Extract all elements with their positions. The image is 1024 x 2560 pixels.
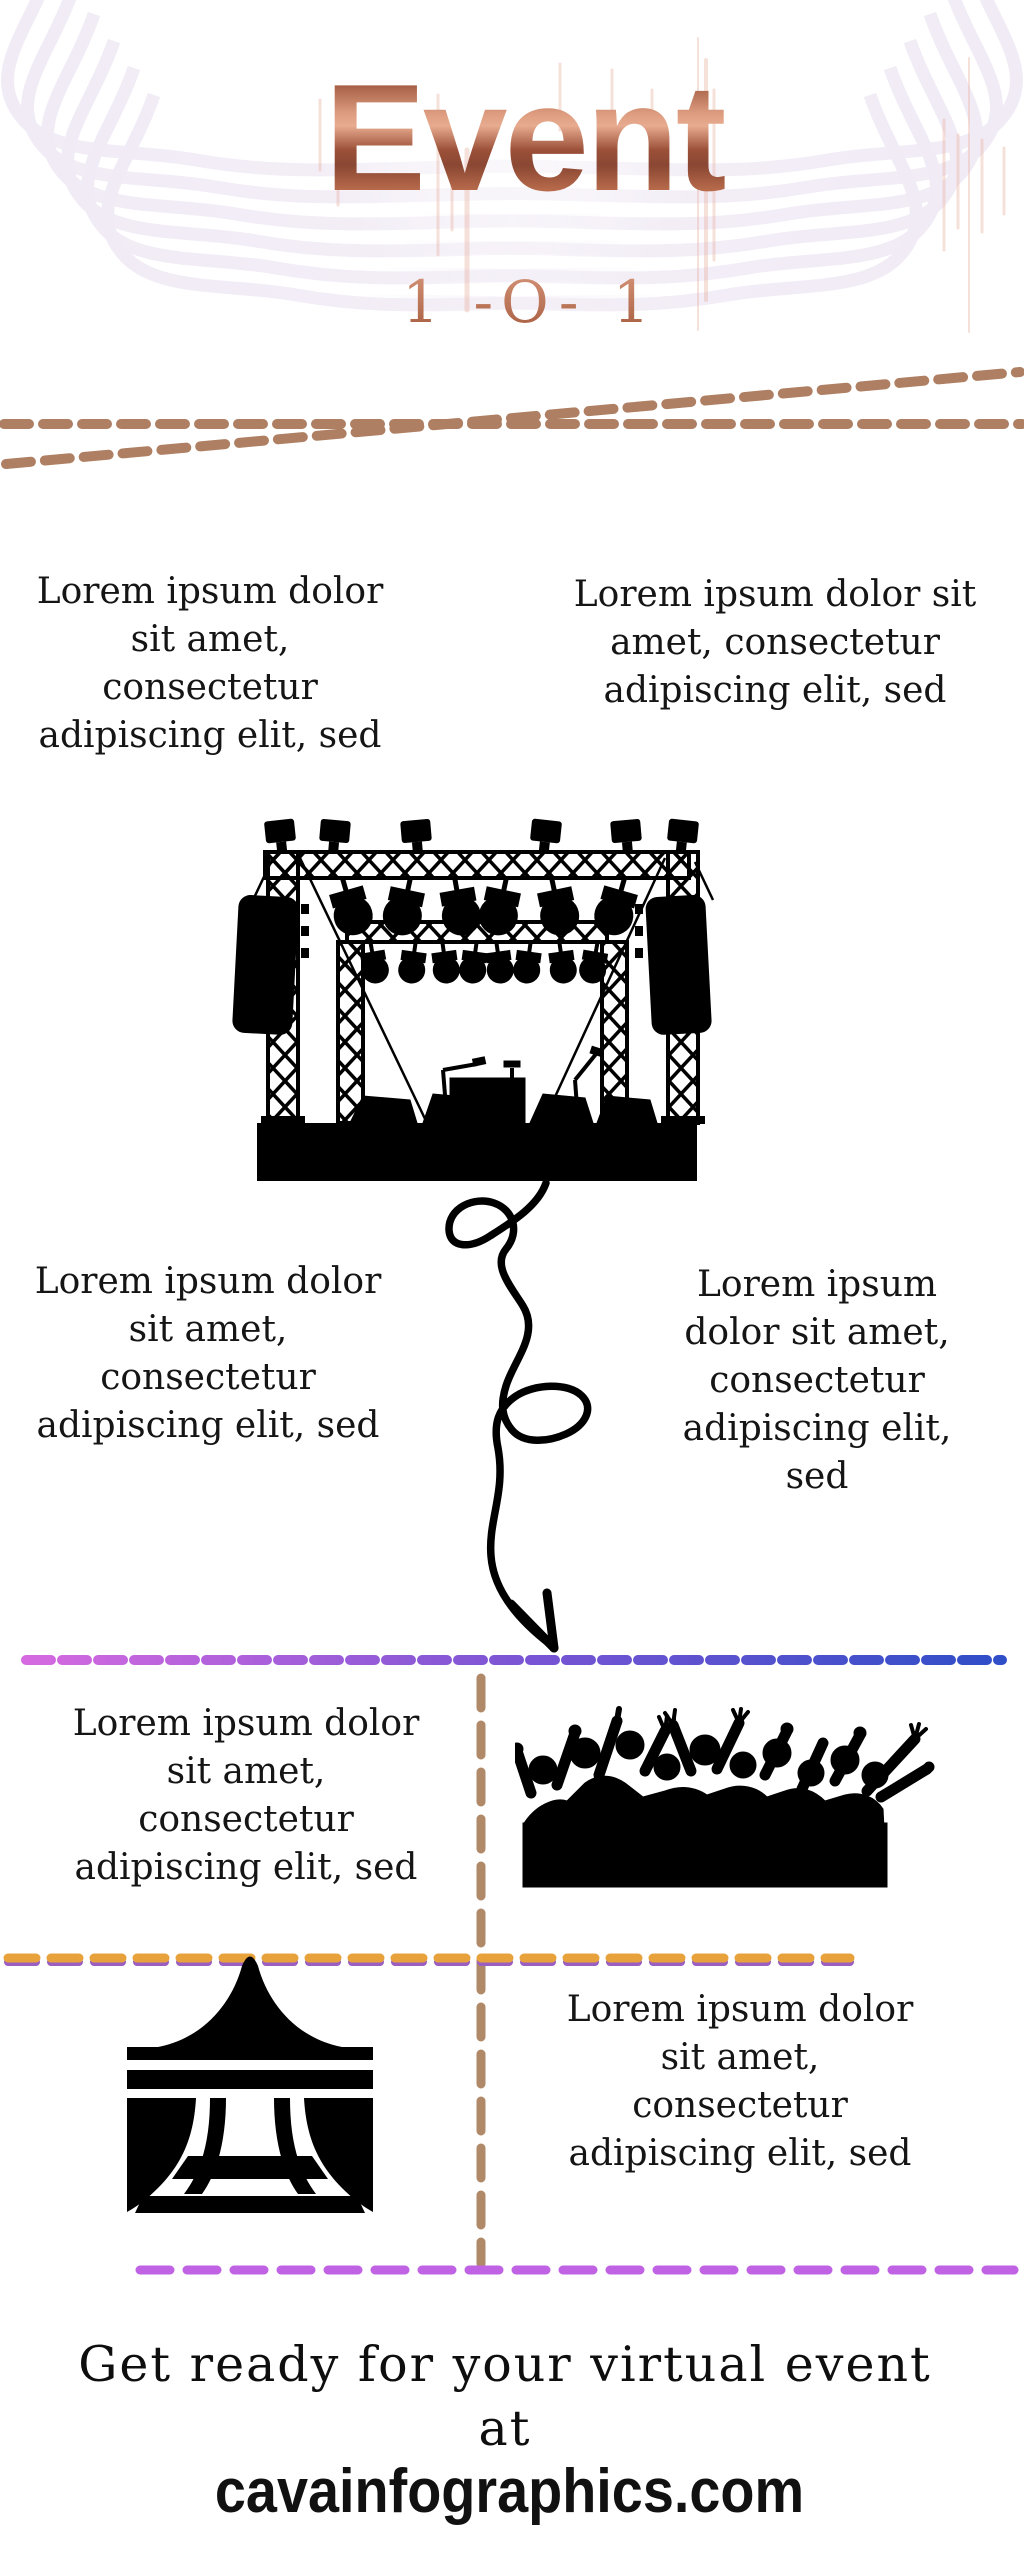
- section-divider-lines: [3, 1655, 1019, 2275]
- event-tent-icon: [127, 1956, 373, 2213]
- text-block-mid-left: Lorem ipsum dolor sit amet, consectetur …: [34, 1261, 382, 1446]
- cheering-crowd-icon: [515, 1706, 935, 1888]
- page-subtitle: 1 -O- 1: [0, 268, 1024, 336]
- text-block-top-right: Lorem ipsum dolor sit amet, consectetur …: [573, 574, 977, 711]
- concert-stage-icon: [232, 818, 715, 1181]
- footer-tagline-line1: Get ready for your virtual event: [78, 2336, 932, 2393]
- page-title: Event: [0, 62, 1024, 214]
- text-block-bottom-left: Lorem ipsum dolor sit amet, consectetur …: [72, 1703, 420, 1888]
- footer-site-name: cavainfographics.com: [214, 2457, 805, 2526]
- faint-soundwave-lines: [318, 37, 1006, 333]
- brown-dashed-lines: [0, 367, 1024, 469]
- text-block-mid-right: Lorem ipsum dolor sit amet, consectetur …: [682, 1264, 952, 1497]
- squiggle-arrow-icon: [445, 1179, 592, 1653]
- text-block-top-left: Lorem ipsum dolor sit amet, consectetur …: [36, 571, 384, 756]
- text-block-bottom-right: Lorem ipsum dolor sit amet, consectetur …: [566, 1989, 914, 2174]
- footer-tagline-line2: at: [478, 2400, 532, 2457]
- corner-wave-decoration: [0, 0, 1024, 469]
